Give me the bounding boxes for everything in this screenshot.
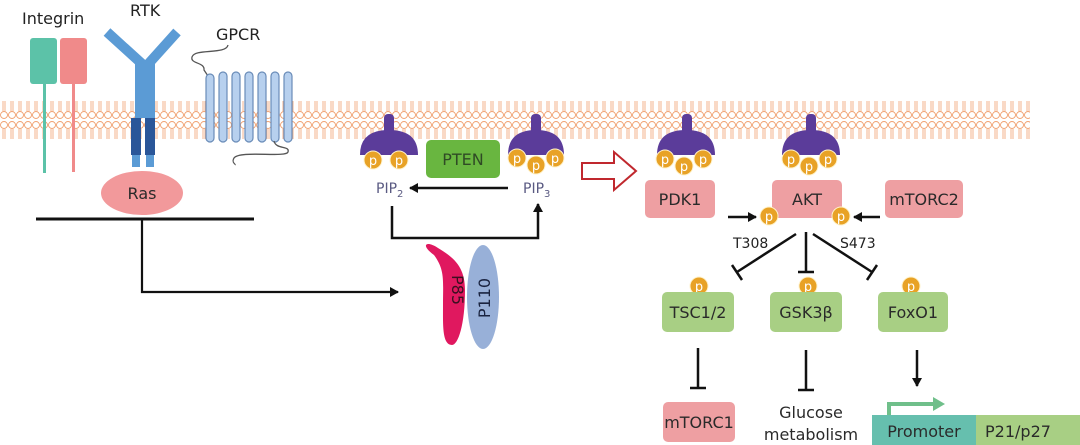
- akt-inhibits-tsc: [730, 232, 797, 281]
- gsk3b-label: GSK3β: [779, 303, 832, 322]
- svg-text:p: p: [824, 153, 832, 168]
- svg-text:p: p: [395, 154, 403, 169]
- akt-lipid-anchor: p p p: [781, 114, 840, 176]
- phosphate-icon: p: [674, 156, 694, 176]
- phosphate-icon: p: [818, 149, 838, 169]
- phosphate-icon: p: [799, 156, 819, 176]
- rtk-label: RTK: [130, 1, 161, 20]
- mtorc2-node: mTORC2: [885, 180, 963, 218]
- phosphate-icon: p: [693, 149, 713, 169]
- svg-text:p: p: [513, 152, 521, 167]
- phosphate-icon: p: [655, 149, 675, 169]
- phosphate-icon: p: [545, 148, 565, 168]
- svg-text:p: p: [695, 280, 703, 295]
- phosphate-icon: p: [363, 150, 383, 170]
- phosphate-icon: p: [526, 155, 546, 175]
- tsc-inhibits-mtorc1: [690, 348, 706, 390]
- svg-text:p: p: [661, 153, 669, 168]
- pi3k-phosphorylation-arrow: [390, 203, 543, 240]
- transcription-arrow-head: [933, 397, 945, 411]
- svg-text:p: p: [699, 153, 707, 168]
- phosphate-icon: p: [759, 206, 779, 226]
- phosphate-icon: p: [781, 149, 801, 169]
- akt-node: AKT: [772, 180, 842, 218]
- pdk1-lipid-anchor: p p p: [655, 114, 715, 176]
- pdk1-node: PDK1: [645, 180, 715, 218]
- gsk-inhibits-glucose: [798, 350, 814, 392]
- akt-inhibits-gsk: [798, 232, 814, 274]
- p110-label: P110: [475, 278, 494, 318]
- promoter-label: Promoter: [887, 422, 961, 441]
- svg-text:p: p: [369, 154, 377, 169]
- gpcr-receptor: GPCR: [191, 25, 293, 166]
- svg-text:p: p: [805, 160, 813, 175]
- mtorc1-label: mTORC1: [664, 413, 734, 432]
- gene-label: P21/p27: [985, 422, 1051, 441]
- pdk1-label: PDK1: [659, 190, 702, 209]
- svg-text:p: p: [804, 280, 812, 295]
- t308-label: T308: [732, 236, 768, 252]
- gsk3b-node: GSK3β: [770, 292, 842, 332]
- glucose-label-line1: Glucose: [779, 403, 843, 422]
- pip2-label: PIP2: [376, 181, 403, 200]
- foxo1-label: FoxO1: [888, 303, 938, 322]
- svg-text:p: p: [551, 152, 559, 167]
- pip3-label: PIP3: [523, 181, 550, 200]
- mtorc2-label: mTORC2: [889, 190, 959, 209]
- phosphate-icon: p: [507, 148, 527, 168]
- svg-text:p: p: [532, 159, 540, 174]
- tsc-node: TSC1/2: [662, 292, 734, 332]
- svg-text:p: p: [680, 160, 688, 175]
- integrin-receptor: Integrin: [22, 9, 87, 173]
- ras-to-pi3k-arrow: [140, 219, 399, 297]
- p85-subunit: [425, 244, 465, 345]
- gene-segment: P21/p27: [976, 415, 1080, 445]
- glucose-label-line2: metabolism: [764, 425, 858, 444]
- pip3-lipid: p p p PIP3: [507, 114, 565, 200]
- activation-open-arrow: [581, 149, 638, 193]
- pten-node: PTEN: [426, 140, 500, 178]
- promoter-segment: Promoter: [872, 415, 976, 445]
- mtorc1-node: mTORC1: [663, 402, 735, 442]
- cell-membrane: [0, 100, 1030, 140]
- akt-label: AKT: [792, 190, 822, 209]
- p110-subunit: [467, 245, 499, 349]
- tsc-label: TSC1/2: [669, 303, 727, 322]
- s473-label: S473: [840, 236, 876, 252]
- gpcr-label: GPCR: [216, 25, 260, 44]
- transcription-start-arrow-icon: [887, 402, 935, 415]
- akt-inhibits-foxo: [812, 232, 879, 281]
- pten-label: PTEN: [442, 150, 484, 169]
- p85-label: P85: [448, 275, 467, 305]
- phosphate-icon: p: [389, 150, 409, 170]
- svg-text:p: p: [787, 153, 795, 168]
- svg-text:p: p: [837, 210, 845, 225]
- integrin-label: Integrin: [22, 9, 84, 28]
- pip2-lipid: p p PIP2: [360, 114, 418, 200]
- pi3k-complex: P85 P110: [425, 244, 499, 349]
- phosphate-icon: p: [831, 206, 851, 226]
- svg-text:p: p: [765, 210, 773, 225]
- ras-node: Ras: [101, 171, 183, 215]
- foxo1-node: FoxO1: [878, 292, 948, 332]
- svg-text:p: p: [907, 280, 915, 295]
- ras-label: Ras: [128, 184, 157, 203]
- rtk-receptor: RTK: [103, 1, 181, 167]
